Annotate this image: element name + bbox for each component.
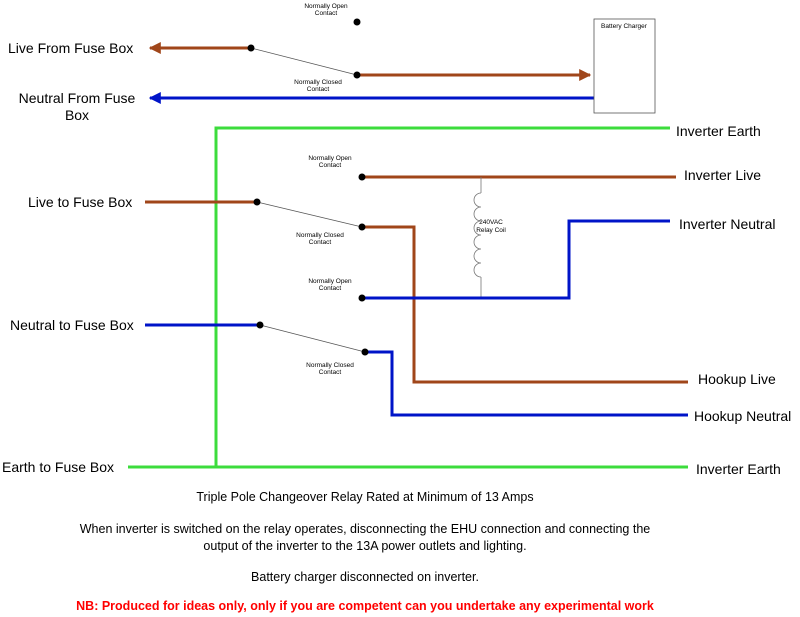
relay-coil-label: Relay Coil xyxy=(476,227,506,234)
caption-battery-note: Battery charger disconnected on inverter… xyxy=(251,570,479,584)
no-contact-label: Normally Open xyxy=(308,278,352,285)
live-to-fuse-box-label: Live to Fuse Box xyxy=(28,194,132,210)
inverter-neutral-wire xyxy=(362,219,670,300)
contact-dot xyxy=(358,294,366,302)
no-contact-label: Normally Open xyxy=(308,155,352,162)
contact-dot xyxy=(358,173,366,181)
relay-coil-label: 240VAC xyxy=(479,219,503,226)
earth-wire xyxy=(214,126,670,467)
no-contact-label: Normally Open xyxy=(304,3,348,10)
inverter-earth-label: Inverter Earth xyxy=(696,461,781,477)
contact-dot xyxy=(353,71,361,79)
inverter-live-label: Inverter Live xyxy=(684,167,761,183)
nc-contact-label: Normally Closed xyxy=(296,232,344,239)
no-contact-label: Contact xyxy=(319,285,342,292)
contact-dot xyxy=(358,223,366,231)
nc-contact-label: Normally Closed xyxy=(294,79,342,86)
neutral-to-fuse-box-label: Neutral to Fuse Box xyxy=(10,317,134,333)
nc-contact-label: Contact xyxy=(319,369,342,376)
neutral-from-fuse-box-label: Neutral From Fuse xyxy=(19,90,136,106)
nc-contact-label: Normally Closed xyxy=(306,362,354,369)
inverter-earth-label: Inverter Earth xyxy=(676,123,761,139)
battery-charger-box xyxy=(593,18,656,114)
inverter-neutral-label: Inverter Neutral xyxy=(679,216,775,232)
contact-dot xyxy=(247,44,255,52)
no-contact-label: Contact xyxy=(319,162,342,169)
nc-contact-label: Contact xyxy=(307,86,330,93)
contact-dot xyxy=(353,18,361,26)
relay-contact-arm xyxy=(259,324,366,353)
contact-dot xyxy=(253,198,261,206)
hookup-live-wire xyxy=(362,225,688,384)
contact-dot xyxy=(361,348,369,356)
caption-title: Triple Pole Changeover Relay Rated at Mi… xyxy=(196,490,534,504)
neutral-from-fuse-box-label: Box xyxy=(65,107,89,123)
hookup-live-label: Hookup Live xyxy=(698,371,776,387)
caption-warning: NB: Produced for ideas only, only if you… xyxy=(76,599,654,613)
battery-charger-label: Battery Charger xyxy=(601,23,648,30)
relay-contact-arm xyxy=(250,47,358,76)
contact-dot xyxy=(256,321,264,329)
hookup-neutral-wire xyxy=(365,350,688,417)
caption-description: When inverter is switched on the relay o… xyxy=(79,522,651,536)
live-from-fuse-box-label: Live From Fuse Box xyxy=(8,40,133,56)
hookup-neutral-label: Hookup Neutral xyxy=(694,408,791,424)
relay-coil xyxy=(473,177,482,298)
nc-contact-label: Contact xyxy=(309,239,332,246)
no-contact-label: Contact xyxy=(315,10,338,17)
relay-contact-arm xyxy=(256,201,363,228)
caption-description: output of the inverter to the 13A power … xyxy=(203,539,527,553)
earth-to-fuse-box-label: Earth to Fuse Box xyxy=(2,459,114,475)
